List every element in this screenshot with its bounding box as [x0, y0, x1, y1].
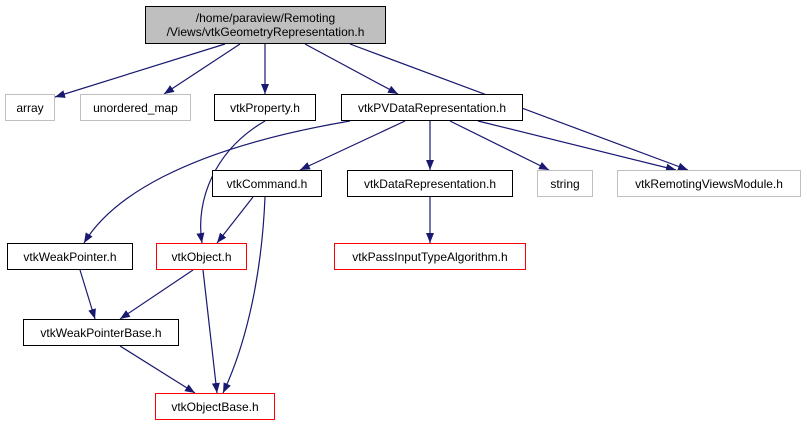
edge-vtkObject-vtkWeakPointerBase — [119, 269, 194, 320]
edge-vtkCommand-vtkObjectBase — [222, 196, 266, 394]
node-vtkObject[interactable]: vtkObject.h — [156, 243, 247, 270]
node-vtkGeometryRepresentation: /home/paraview/Remoting /Views/vtkGeomet… — [145, 6, 386, 44]
node-vtkWeakPointerBase[interactable]: vtkWeakPointerBase.h — [23, 319, 179, 346]
edge-pvdata-vtkCommand — [299, 120, 406, 171]
node-vtkPassInputTypeAlgorithm[interactable]: vtkPassInputTypeAlgorithm.h — [334, 243, 526, 270]
edge-root-vtkPVDataRepresentation — [304, 43, 399, 95]
edge-pvdata-vtkWeakPointer — [83, 120, 351, 244]
node-vtkDataRepresentation[interactable]: vtkDataRepresentation.h — [347, 170, 513, 197]
node-vtkCommand[interactable]: vtkCommand.h — [212, 170, 322, 197]
node-string: string — [537, 170, 593, 197]
edge-vtkObject-vtkObjectBase — [202, 269, 220, 394]
edge-vtkCommand-vtkObject — [216, 196, 254, 244]
node-vtkObjectBase[interactable]: vtkObjectBase.h — [155, 393, 275, 420]
node-root-path-line2: /Views/vtkGeometryRepresentation.h — [166, 25, 365, 39]
edge-pvdata-string — [449, 120, 550, 171]
edge-vtkWeakPointer-vtkWeakPointerBase — [79, 269, 96, 320]
edge-pvdata-vtkRemotingViewsModule — [477, 120, 677, 172]
node-unordered_map: unordered_map — [80, 94, 191, 121]
node-root-path-line1: /home/paraview/Remoting — [195, 11, 336, 25]
node-vtkRemotingViewsModule: vtkRemotingViewsModule.h — [617, 170, 801, 197]
node-vtkPVDataRepresentation[interactable]: vtkPVDataRepresentation.h — [341, 94, 523, 121]
edge-root-unordered_map — [163, 43, 241, 95]
edge-vtkWeakPointerBase-vtkObjectBase — [119, 345, 196, 394]
node-array: array — [5, 94, 55, 121]
node-vtkProperty[interactable]: vtkProperty.h — [214, 94, 316, 121]
node-vtkWeakPointer[interactable]: vtkWeakPointer.h — [7, 243, 133, 270]
edge-root-array — [54, 43, 226, 98]
